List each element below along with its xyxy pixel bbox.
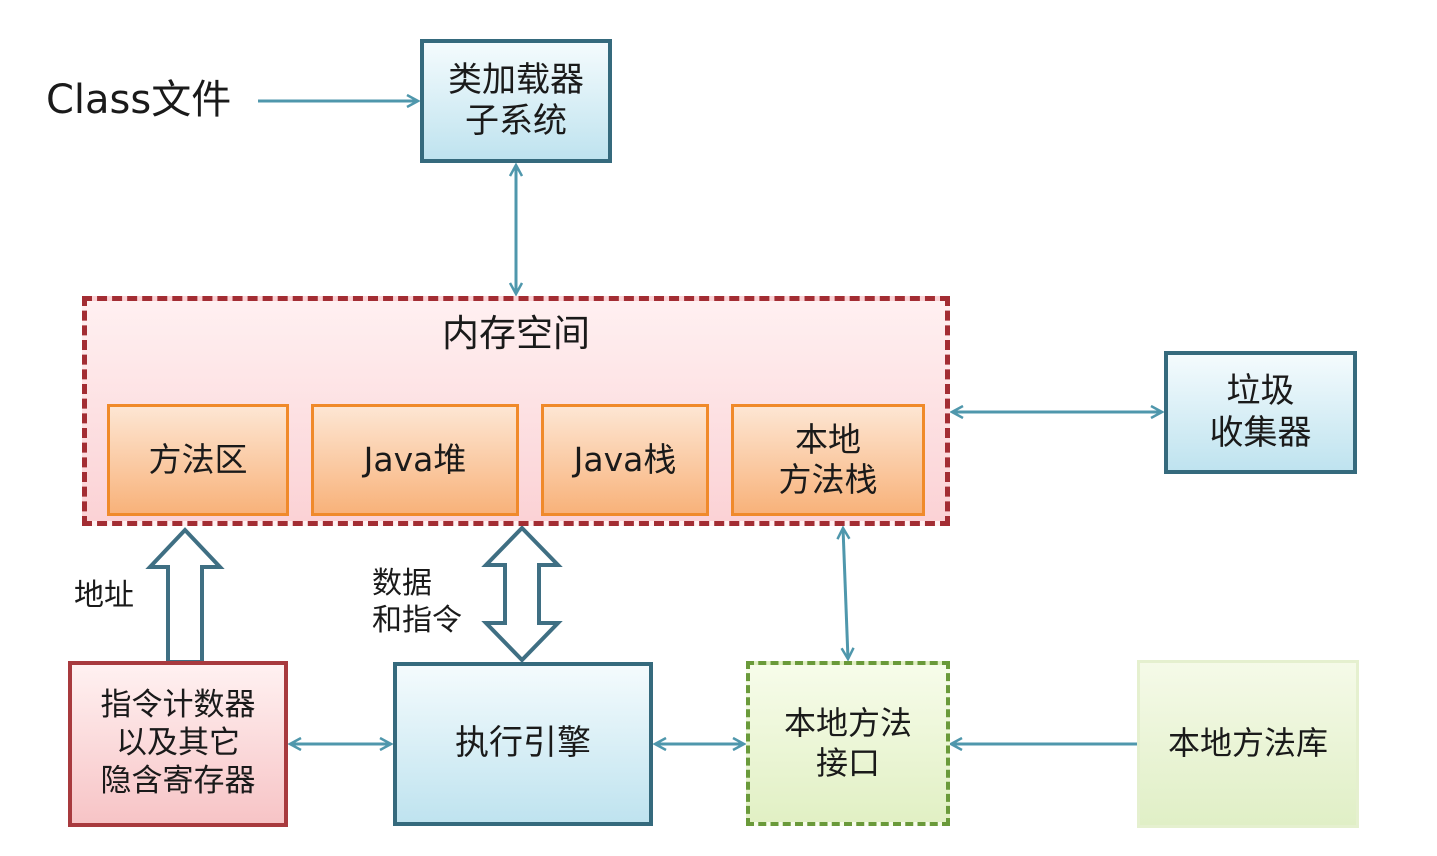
address-block-arrow [145,527,225,664]
data-instructions-block-arrow [481,525,563,663]
native-method-stack: 本地 方法栈 [731,404,925,516]
garbage-collector: 垃圾 收集器 [1164,351,1357,474]
class-loader-subsystem: 类加载器 子系统 [420,39,612,163]
java-stack: Java栈 [541,404,709,516]
native-method-interface: 本地方法 接口 [746,661,950,826]
native-stack-interface-arrow [843,528,848,659]
execution-engine: 执行引擎 [393,662,653,826]
address-label: 地址 [74,578,134,613]
native-method-library: 本地方法库 [1137,660,1359,828]
method-area: 方法区 [107,404,289,516]
data-and-instructions-label: 数据 和指令 [372,566,462,638]
class-file-label: Class文件 [46,77,232,123]
pc-and-hidden-registers: 指令计数器 以及其它 隐含寄存器 [68,661,288,827]
java-heap: Java堆 [311,404,519,516]
memory-space-title: 内存空间 [442,312,590,355]
